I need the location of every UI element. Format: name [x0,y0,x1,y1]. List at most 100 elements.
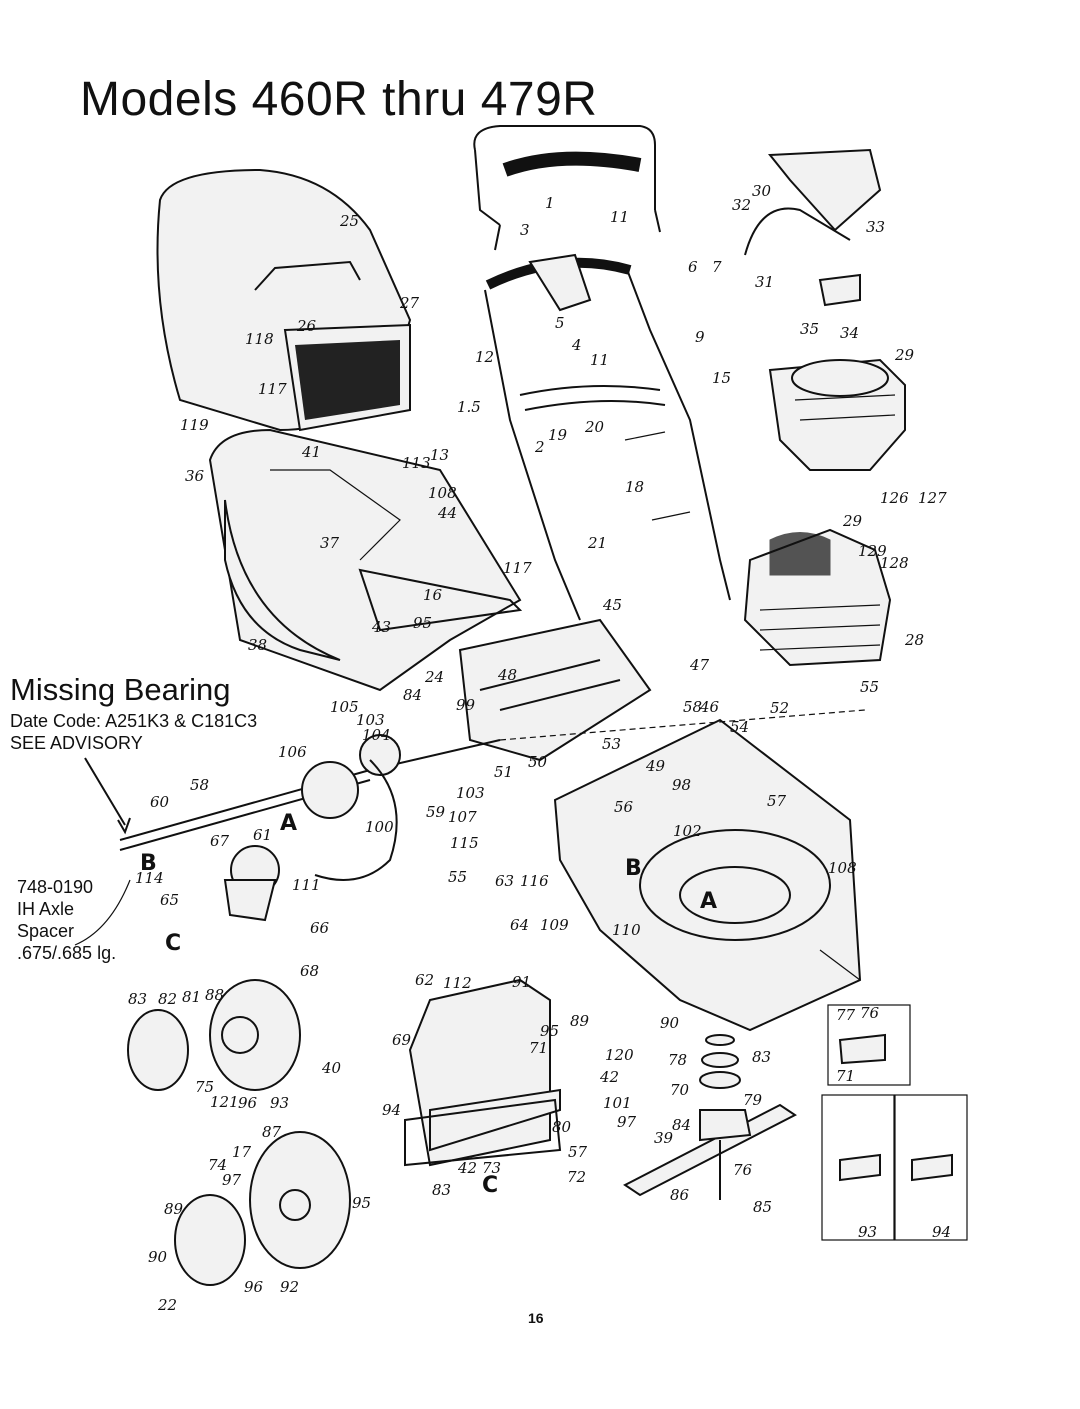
part-callout-79: 79 [743,1091,763,1109]
part-callout-97: 97 [222,1171,242,1189]
part-callout-47: 47 [689,656,710,674]
part-callout-68: 68 [300,962,319,980]
part-callout-2: 2 [534,438,545,456]
part-callout-15: 15 [712,369,731,387]
part-callout-104: 104 [362,726,391,744]
part-callout-87: 87 [262,1123,282,1141]
part-callout-102: 102 [673,822,702,840]
part-callout-45: 45 [602,596,622,614]
reference-letter-c-1: C [482,1173,498,1198]
part-callout-49: 49 [645,757,666,775]
part-callout-81: 81 [182,988,201,1006]
part-callout-64: 64 [510,916,529,934]
part-callout-19: 19 [548,426,568,444]
part-callout-92: 92 [280,1278,299,1296]
part-callout-119: 119 [180,416,209,434]
part-callout-61: 61 [253,826,272,844]
part-callout-80: 80 [552,1118,572,1136]
part-callout-96: 96 [238,1094,258,1112]
part-callout-18: 18 [625,478,644,496]
part-callout-84: 84 [403,686,422,704]
part-callout-48: 48 [497,666,517,684]
part-callout-65: 65 [160,891,179,909]
part-callout-71: 71 [529,1039,548,1057]
part-callout-85: 85 [753,1198,772,1216]
part-callout-13: 13 [430,446,449,464]
part-callout-84: 84 [672,1116,691,1134]
part-callout-59: 59 [426,803,446,821]
part-callout-9: 9 [695,328,705,346]
part-callout-99: 99 [456,696,476,714]
part-callout-114: 114 [135,869,164,887]
handle-assembly [473,125,731,621]
part-callout-83: 83 [432,1181,451,1199]
part-callout-106: 106 [278,743,307,761]
part-callout-22: 22 [157,1296,177,1314]
part-callout-24: 24 [424,668,444,686]
grass-catcher-bag [156,168,412,432]
part-callout-77: 77 [836,1006,856,1024]
part-callout-73: 73 [482,1159,501,1177]
part-callout-58: 58 [190,776,209,794]
part-callout-116: 116 [520,872,549,890]
part-callout-16: 16 [423,586,443,604]
part-callout-103: 103 [356,711,385,729]
part-callout-120: 120 [605,1046,634,1064]
part-callout-115: 115 [450,834,479,852]
rear-deck-cover [458,618,652,762]
part-callout-82: 82 [158,990,177,1008]
part-callout-7: 7 [712,258,722,276]
part-callout-126: 126 [880,489,909,507]
part-callout-78: 78 [668,1051,687,1069]
part-callout-89: 89 [164,1200,184,1218]
engine-top-view [768,358,906,471]
advisory-see: SEE ADVISORY [10,733,143,753]
part-callout-36: 36 [185,467,205,485]
part-callout-42: 42 [599,1068,619,1086]
engine-side-view [743,528,892,667]
part-callout-98: 98 [672,776,691,794]
part-callout-96: 96 [244,1278,264,1296]
spacer-note: 748-0190 IH Axle Spacer .675/.685 lg. [17,876,116,964]
part-callout-20: 20 [584,418,605,436]
part-callout-52: 52 [770,699,789,717]
part-callout-43: 43 [371,618,391,636]
part-callout-83: 83 [128,990,147,1008]
part-callout-70: 70 [670,1081,690,1099]
part-callout-12: 12 [475,348,494,366]
part-callout-100: 100 [365,818,394,836]
part-callout-69: 69 [392,1031,412,1049]
part-callout-40: 40 [321,1059,342,1077]
part-callout-38: 38 [248,636,267,654]
spacer-pointer [74,879,131,946]
part-callout-21: 21 [587,534,607,552]
part-callout-95: 95 [352,1194,371,1212]
part-callout-11: 11 [590,351,609,369]
reference-letter-a-2: A [280,811,297,836]
part-callout-71: 71 [836,1067,855,1085]
part-callout-25: 25 [339,212,359,230]
part-callout-74: 74 [208,1156,227,1174]
page-title: Models 460R thru 479R [80,73,598,126]
part-callout-55: 55 [448,868,467,886]
advisory-pointer [84,757,131,835]
part-callout-1: 1 [545,194,555,212]
front-baffle [404,978,562,1167]
spacer-desc-line1: IH Axle [17,899,75,919]
part-callout-113: 113 [402,454,431,472]
part-callout-67: 67 [210,832,230,850]
part-callout-107: 107 [448,808,477,826]
part-callout-56: 56 [614,798,634,816]
part-callout-42: 42 [457,1159,477,1177]
part-callout-44: 44 [437,504,457,522]
part-callout-103: 103 [456,784,485,802]
part-callout-118: 118 [245,330,274,348]
part-callout-33: 33 [866,218,885,236]
part-callout-76: 76 [860,1004,880,1022]
mower-deck [553,718,862,1032]
advisory-note: Date Code: A251K3 & C181C3 SEE ADVISORY [10,710,257,754]
spacer-size: .675/.685 lg. [17,943,117,963]
part-callout-62: 62 [415,971,434,989]
reference-letter-b-2: B [625,856,642,881]
